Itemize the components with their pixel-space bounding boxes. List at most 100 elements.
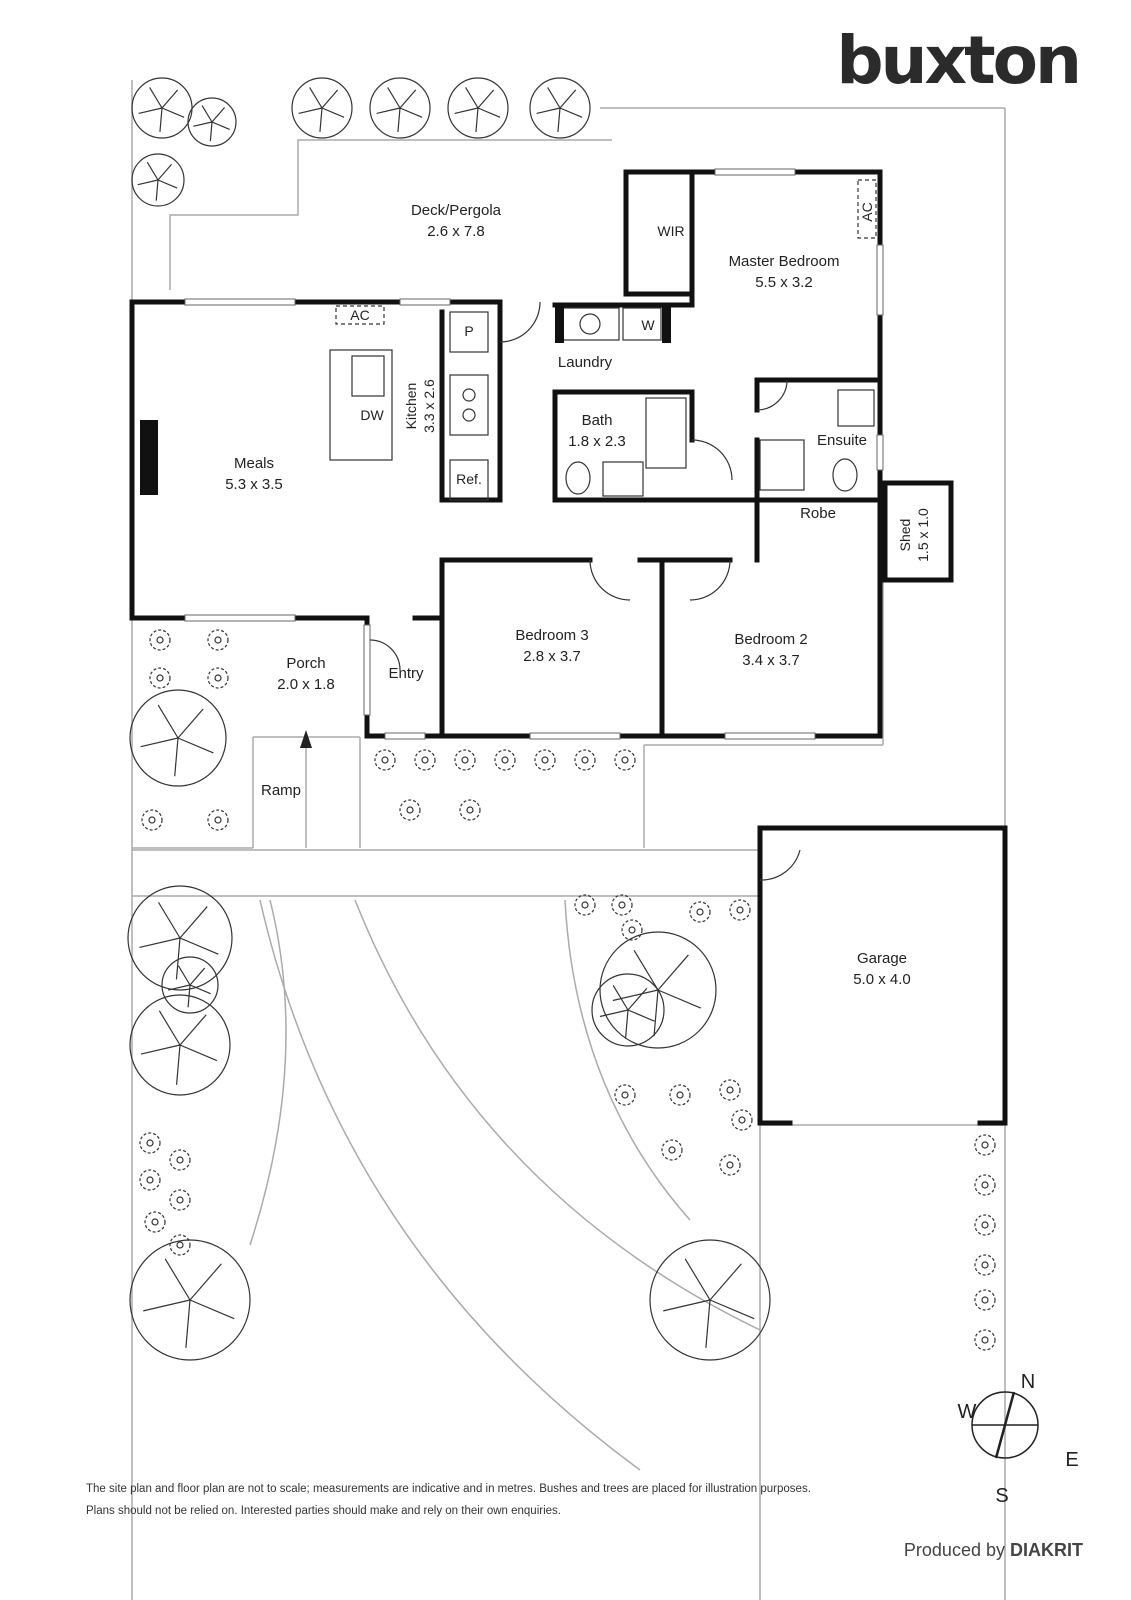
master-bedroom-label: Master Bedroom xyxy=(729,253,840,270)
bush-icon xyxy=(611,894,633,916)
garage-size: 5.0 x 4.0 xyxy=(853,971,911,988)
meals-label: Meals xyxy=(234,455,274,472)
compass-icon xyxy=(971,1391,1039,1459)
tree-icon xyxy=(649,1239,771,1361)
disclaimer-line-2: Plans should not be relied on. Intereste… xyxy=(86,1505,561,1517)
compass-w: W xyxy=(958,1401,977,1423)
bush-icon xyxy=(414,749,436,771)
bush-icon xyxy=(399,799,421,821)
tree-icon xyxy=(369,77,431,139)
bush-icon xyxy=(374,749,396,771)
bedroom2-size: 3.4 x 3.7 xyxy=(742,652,800,669)
shed-size: 1.5 x 1.0 xyxy=(915,508,931,562)
compass-s: S xyxy=(995,1485,1008,1507)
bush-icon xyxy=(974,1289,996,1311)
bush-icon xyxy=(149,629,171,651)
tree-icon xyxy=(291,77,353,139)
kitchen-label: Kitchen xyxy=(403,383,419,430)
compass-n: N xyxy=(1021,1371,1035,1393)
tree-icon xyxy=(161,956,219,1014)
bush-icon xyxy=(207,629,229,651)
bush-icon xyxy=(974,1174,996,1196)
tree-icon xyxy=(129,1239,251,1361)
tree-icon xyxy=(129,994,231,1096)
bush-icon xyxy=(974,1254,996,1276)
bush-icon xyxy=(169,1189,191,1211)
washer-label: W xyxy=(641,317,655,333)
laundry-label: Laundry xyxy=(558,354,613,371)
deck-size: 2.6 x 7.8 xyxy=(427,223,485,240)
kitchen-size: 3.3 x 2.6 xyxy=(421,379,437,433)
pantry-label: P xyxy=(464,323,473,339)
tree-icon xyxy=(187,97,237,147)
wir-label: WIR xyxy=(657,223,684,239)
producer-name: DIAKRIT xyxy=(1010,1540,1083,1560)
bush-icon xyxy=(459,799,481,821)
bush-icon xyxy=(144,1211,166,1233)
bush-icon xyxy=(169,1149,191,1171)
bush-icon xyxy=(207,809,229,831)
bush-icon xyxy=(731,1109,753,1131)
porch-size: 2.0 x 1.8 xyxy=(277,676,335,693)
windows xyxy=(184,168,884,740)
ensuite-label: Ensuite xyxy=(817,432,867,449)
disclaimer: The site plan and floor plan are not to … xyxy=(86,1478,866,1522)
producer-prefix: Produced by xyxy=(903,1540,1005,1560)
bedroom3-size: 2.8 x 3.7 xyxy=(523,648,581,665)
dishwasher-label: DW xyxy=(360,407,384,423)
tree-icon xyxy=(599,931,717,1049)
fireplace xyxy=(140,420,158,495)
bush-icon xyxy=(729,899,751,921)
bedroom3-label: Bedroom 3 xyxy=(515,627,588,644)
bush-icon xyxy=(141,809,163,831)
bath-label: Bath xyxy=(582,412,613,429)
master-bedroom-size: 5.5 x 3.2 xyxy=(755,274,813,291)
garage-label: Garage xyxy=(857,950,907,967)
bush-icon xyxy=(661,1139,683,1161)
laundry-wall-block xyxy=(555,305,564,343)
tree-icon xyxy=(131,153,185,207)
bedroom2-label: Bedroom 2 xyxy=(734,631,807,648)
bush-icon xyxy=(621,919,643,941)
producer-credit: Produced by DIAKRIT xyxy=(904,1540,1083,1561)
deck-label: Deck/Pergola xyxy=(411,202,502,219)
ramp-label: Ramp xyxy=(261,782,301,799)
tree-icon xyxy=(447,77,509,139)
bush-icon xyxy=(974,1134,996,1156)
porch-label: Porch xyxy=(286,655,325,672)
buxton-logo: buxton xyxy=(836,22,1082,99)
fridge-label: Ref. xyxy=(456,471,482,487)
compass-e: E xyxy=(1065,1449,1078,1471)
bush-icon xyxy=(689,901,711,923)
bath-size: 1.8 x 2.3 xyxy=(568,433,626,450)
ac-master: AC xyxy=(859,202,875,221)
entry-label: Entry xyxy=(388,665,424,682)
tree-icon xyxy=(127,885,233,991)
tree-icon xyxy=(591,973,665,1047)
shed-label: Shed xyxy=(897,519,913,552)
bush-icon xyxy=(494,749,516,771)
bush-icon xyxy=(139,1169,161,1191)
bush-icon xyxy=(169,1234,191,1256)
bush-icon xyxy=(139,1132,161,1154)
bush-icon xyxy=(974,1329,996,1351)
bush-icon xyxy=(207,667,229,689)
landscaping xyxy=(127,77,996,1361)
disclaimer-line-1: The site plan and floor plan are not to … xyxy=(86,1483,811,1495)
bush-icon xyxy=(534,749,556,771)
bush-icon xyxy=(614,749,636,771)
bush-icon xyxy=(719,1079,741,1101)
bush-icon xyxy=(454,749,476,771)
bush-icon xyxy=(669,1084,691,1106)
robe-label: Robe xyxy=(800,505,836,522)
ac-meals: AC xyxy=(350,307,369,323)
bush-icon xyxy=(974,1214,996,1236)
bush-icon xyxy=(719,1154,741,1176)
bush-icon xyxy=(614,1084,636,1106)
bush-icon xyxy=(574,894,596,916)
tree-icon xyxy=(529,77,591,139)
bush-icon xyxy=(149,667,171,689)
ramp-arrow-icon xyxy=(300,730,312,748)
fixtures xyxy=(329,179,877,881)
